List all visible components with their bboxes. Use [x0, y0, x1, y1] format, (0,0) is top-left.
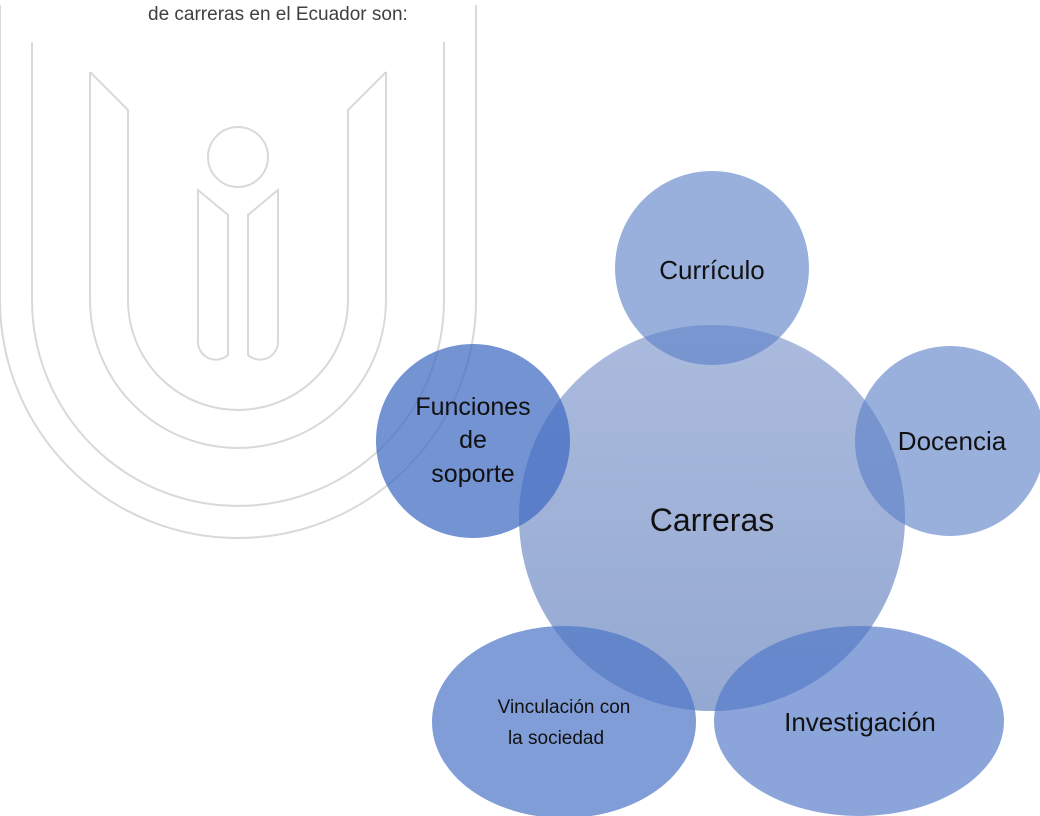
intro-text: de carreras en el Ecuador son: [148, 4, 408, 25]
label-funciones-3: soporte [431, 460, 514, 488]
node-docencia [855, 346, 1040, 536]
label-vinculacion-2: la sociedad [508, 728, 604, 749]
label-carreras: Carreras [650, 502, 774, 538]
label-curriculo: Currículo [659, 255, 764, 285]
label-investigacion: Investigación [784, 707, 936, 737]
node-vinculacion [432, 626, 696, 816]
label-funciones-1: Funciones [415, 393, 530, 421]
center-circle [519, 325, 905, 711]
label-docencia: Docencia [898, 426, 1007, 456]
label-funciones-2: de [459, 426, 487, 454]
node-investigacion [714, 626, 1004, 816]
node-curriculo [615, 171, 809, 365]
node-funciones [376, 344, 570, 538]
label-vinculacion-1: Vinculación con [498, 697, 631, 718]
